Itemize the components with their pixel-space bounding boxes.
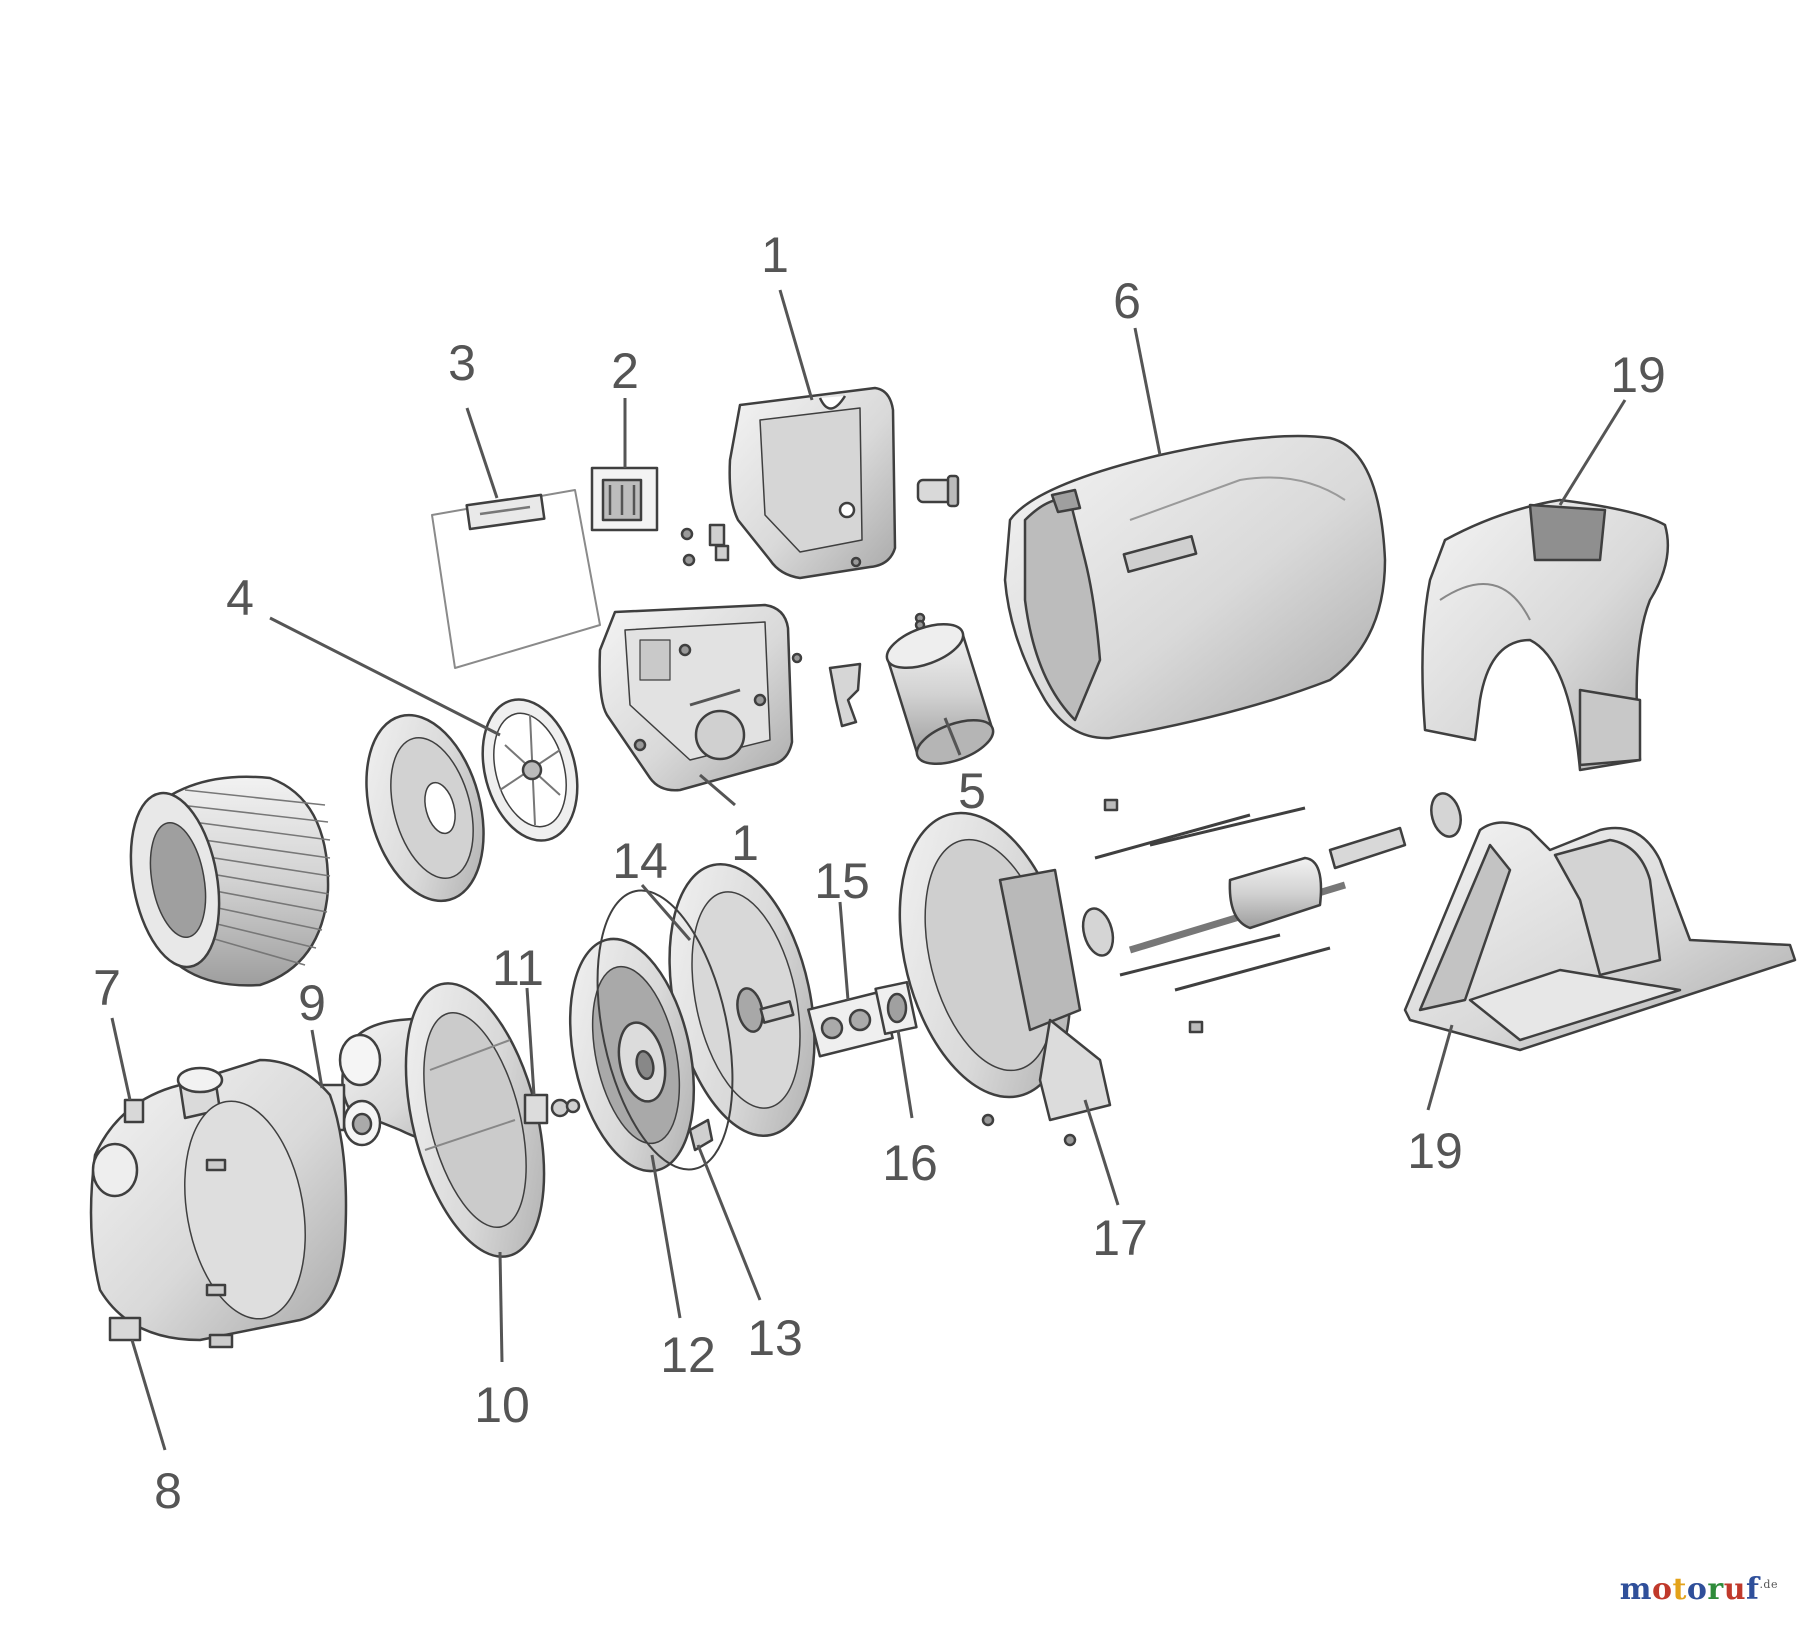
callout-19-top: 19 <box>1610 347 1666 403</box>
callout-2: 2 <box>611 343 639 399</box>
part-4-fan <box>468 689 592 851</box>
leader-19-top <box>1558 399 1627 506</box>
part-5-capacitor <box>881 615 998 772</box>
wm-suffix: .de <box>1759 1578 1778 1591</box>
leader-13 <box>696 1144 762 1301</box>
part-rotor-and-tie-rods <box>1078 790 1465 1032</box>
callout-8: 8 <box>154 1463 182 1519</box>
leader-3 <box>465 407 499 499</box>
watermark-logo: motoruf.de <box>1620 1572 1778 1607</box>
callout-10: 10 <box>474 1377 530 1433</box>
callout-9: 9 <box>298 975 326 1031</box>
part-11-nut <box>525 1095 579 1123</box>
part-stator <box>118 777 330 986</box>
leader-5 <box>943 717 962 756</box>
callout-6: 6 <box>1113 273 1141 329</box>
leader-15 <box>838 901 850 1001</box>
part-2-switch <box>592 468 657 530</box>
callout-16: 16 <box>882 1135 938 1191</box>
leader-1-top <box>778 289 814 401</box>
callout-3: 3 <box>448 335 476 391</box>
part-6-motor-shroud <box>1005 436 1385 738</box>
part-19-handle <box>1422 500 1667 770</box>
callout-15: 15 <box>814 853 870 909</box>
leader-17 <box>1083 1099 1120 1206</box>
callout-12: 12 <box>660 1327 716 1383</box>
leader-14 <box>640 884 692 941</box>
callout-17: 17 <box>1092 1210 1148 1266</box>
part-16-lip-seal <box>876 982 917 1034</box>
callout-13: 13 <box>747 1310 803 1366</box>
wm-letter: t <box>1672 1572 1687 1607</box>
part-3-label-sheet <box>432 490 600 668</box>
leader-6 <box>1133 327 1162 456</box>
part-12-impeller <box>551 928 714 1183</box>
wm-letter: o <box>1652 1572 1673 1607</box>
callout-7: 7 <box>93 960 121 1016</box>
part-19-base <box>1405 823 1795 1051</box>
part-13-o-ring <box>575 878 755 1182</box>
part-1-terminal-base <box>600 605 924 790</box>
part-10-diffuser <box>340 969 569 1271</box>
wm-letter: m <box>1619 1572 1653 1607</box>
leader-8 <box>130 1339 167 1451</box>
leader-12 <box>650 1154 682 1319</box>
part-8-drain-plug <box>110 1318 140 1340</box>
part-pump-housing <box>91 1060 346 1347</box>
leader-16 <box>896 1029 914 1119</box>
leader-1-bottom <box>699 773 736 807</box>
part-7-fill-plug <box>125 1100 143 1122</box>
wm-letter: r <box>1707 1572 1724 1607</box>
part-1-terminal-cover <box>682 388 958 622</box>
leader-19-bottom <box>1426 1024 1454 1111</box>
callout-1-top: 1 <box>761 227 789 283</box>
leader-7 <box>110 1017 132 1101</box>
leader-9 <box>310 1029 324 1089</box>
leader-4 <box>269 616 501 737</box>
wm-letter: u <box>1723 1572 1747 1607</box>
part-14-seal-plate <box>647 851 837 1150</box>
callout-19-bottom: 19 <box>1407 1123 1463 1179</box>
wm-letter: o <box>1686 1572 1708 1607</box>
wm-letter: f <box>1746 1572 1760 1607</box>
callout-1-bottom: 1 <box>731 815 759 871</box>
callout-5: 5 <box>958 763 986 819</box>
part-end-bell <box>347 702 502 914</box>
callout-11: 11 <box>492 940 544 996</box>
leader-10 <box>498 1251 504 1363</box>
leader-11 <box>525 987 536 1096</box>
part-17-bracket <box>872 795 1110 1145</box>
callout-4: 4 <box>226 570 254 626</box>
part-15-mechanical-seal <box>808 992 892 1057</box>
callout-14: 14 <box>612 833 668 889</box>
